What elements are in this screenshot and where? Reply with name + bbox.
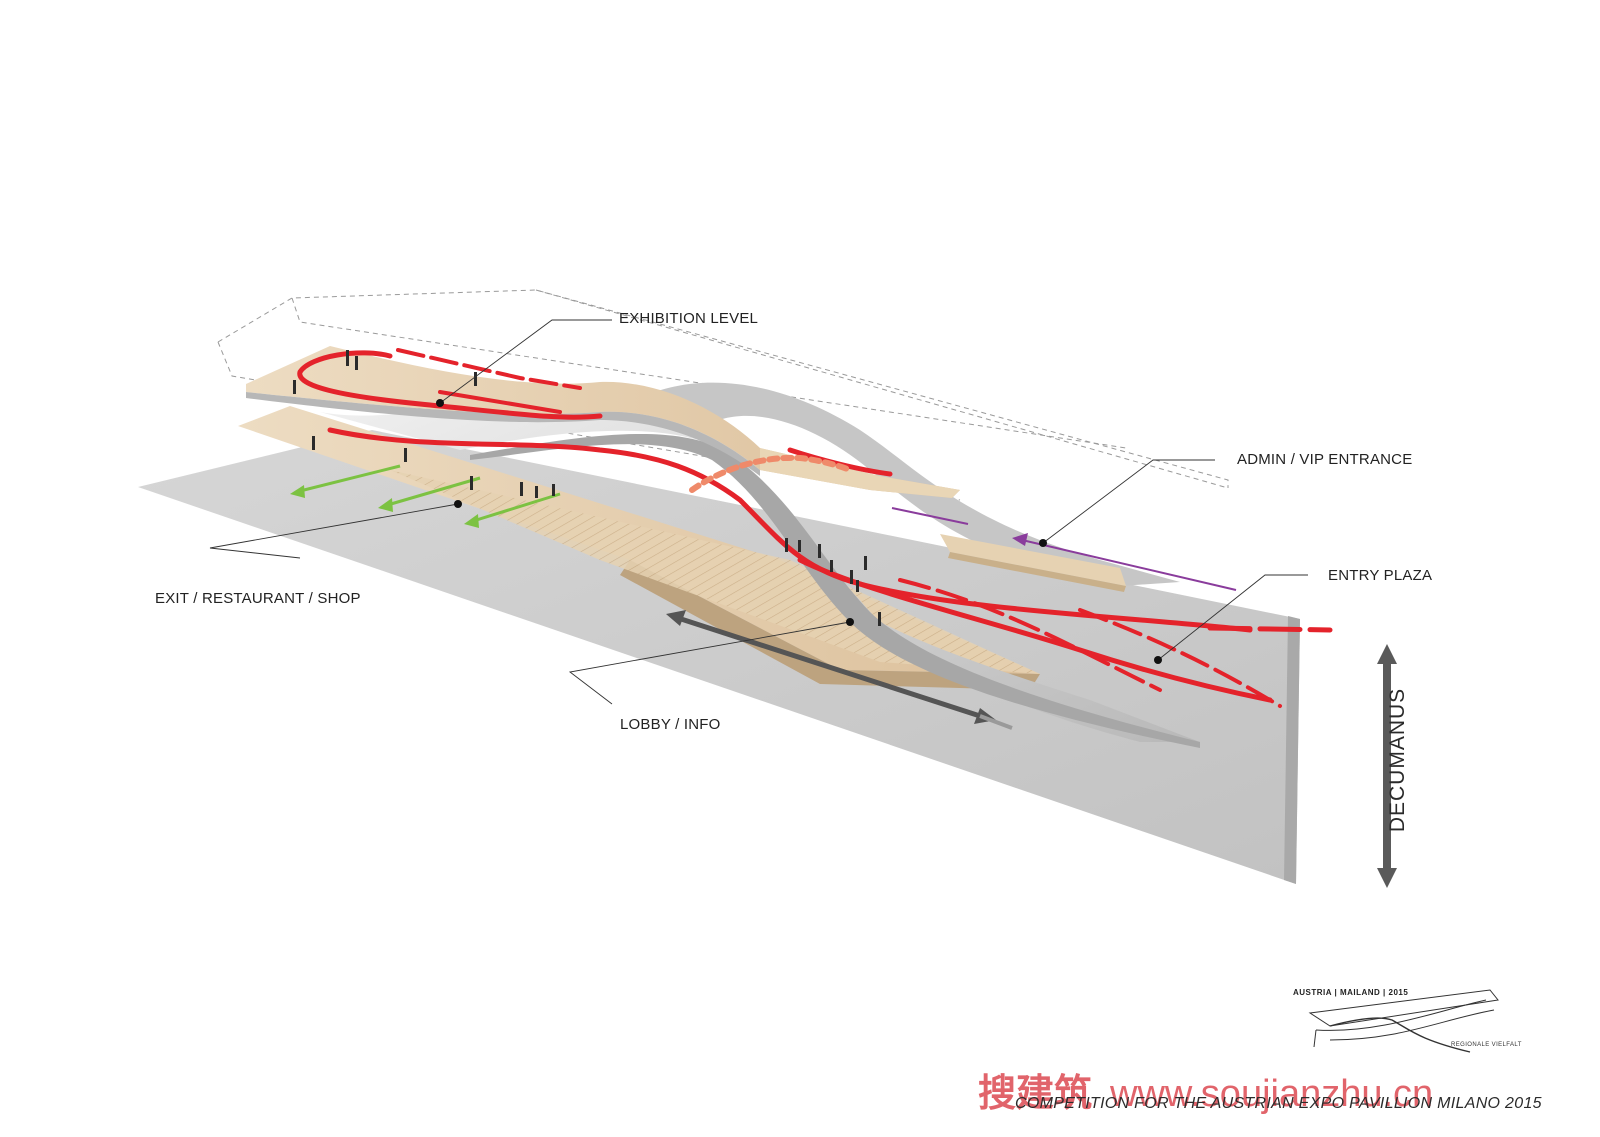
ground-slab <box>138 430 1300 884</box>
envelope-outline <box>217 289 1229 501</box>
label-decumanus: DECUMANUS <box>1386 687 1409 833</box>
label-exit-restaurant-shop: EXIT / RESTAURANT / SHOP <box>155 590 361 607</box>
competition-logo <box>1308 989 1499 1053</box>
lobby-flow-arrow <box>666 610 1013 730</box>
decumanus-arrow <box>1377 644 1397 888</box>
admin-ramp <box>940 534 1126 592</box>
watermark: 搜建筑 www.soujianzhu.cn <box>978 1062 1433 1117</box>
admin-flow-arrow <box>891 507 1237 591</box>
leader-lines <box>209 319 1308 705</box>
logo-subtitle: REGIONALE VIELFALT <box>1451 1042 1522 1048</box>
exit-flow-arrows <box>290 464 561 528</box>
label-admin-vip-entrance: ADMIN / VIP ENTRANCE <box>1237 451 1413 468</box>
logo-heading: AUSTRIA | MAILAND | 2015 <box>1293 988 1409 997</box>
label-exhibition-level: EXHIBITION LEVEL <box>619 310 759 327</box>
leader-dots <box>436 399 1162 664</box>
watermark-chinese: 搜建筑 <box>978 1071 1093 1115</box>
competition-caption: COMPETITION FOR THE AUSTRIAN EXPO PAVILL… <box>1015 1095 1542 1112</box>
watermark-url: www.soujianzhu.cn <box>1110 1073 1434 1115</box>
circulation-routes <box>297 348 1333 708</box>
people-figures <box>293 350 881 626</box>
label-entry-plaza: ENTRY PLAZA <box>1328 567 1433 584</box>
label-lobby-info: LOBBY / INFO <box>620 716 721 733</box>
